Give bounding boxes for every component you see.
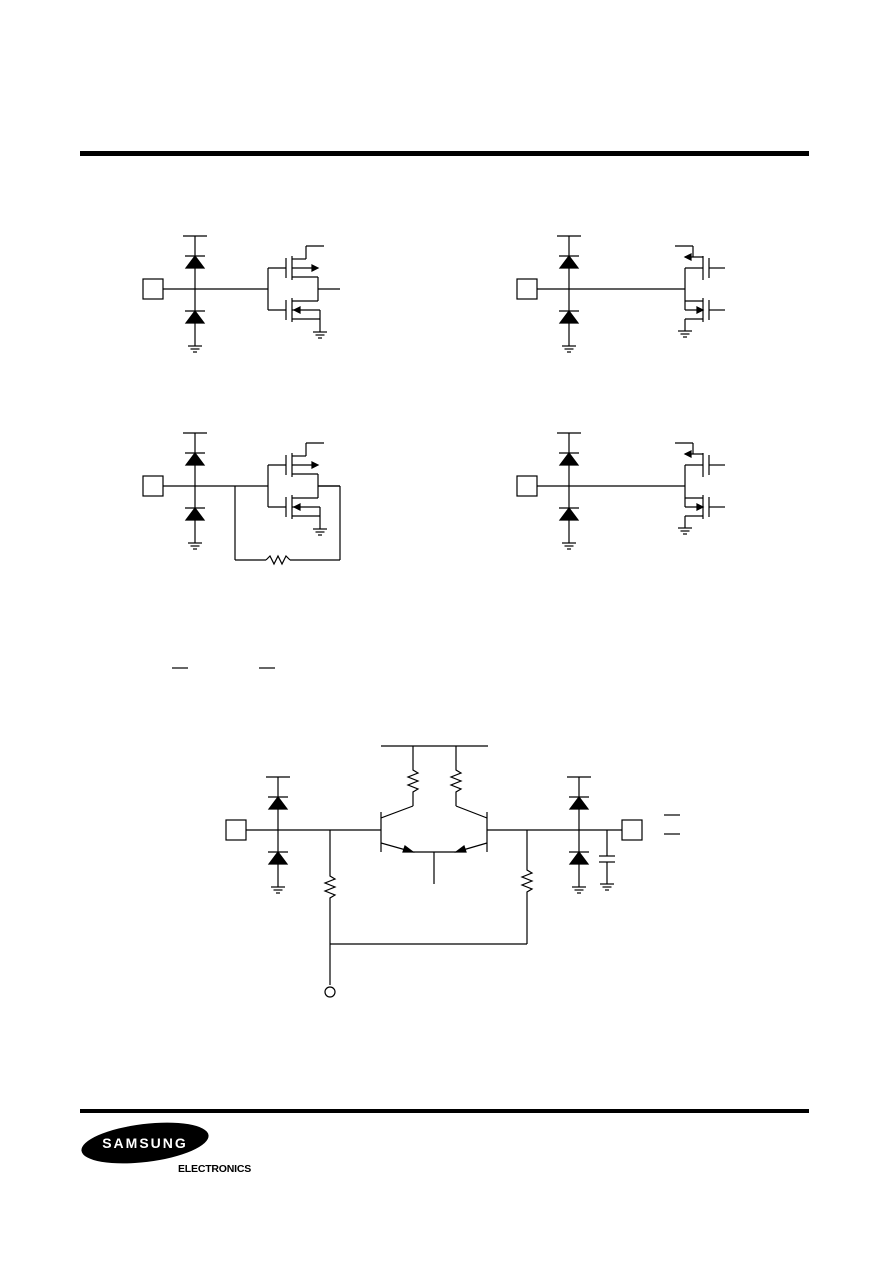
footer-rule <box>80 1109 809 1113</box>
overbar-marks <box>172 667 680 835</box>
circuit-input-feedback-bottom-left <box>142 432 341 566</box>
samsung-logo: SAMSUNG <box>81 1122 209 1164</box>
logo-wordmark: SAMSUNG <box>102 1135 188 1151</box>
circuit-differential-input <box>225 745 643 998</box>
circuit-input-top-left <box>142 235 341 353</box>
brand-subtitle: ELECTRONICS <box>178 1163 252 1175</box>
circuit-output-bottom-right <box>516 432 726 550</box>
header-rule <box>80 151 809 156</box>
circuit-output-top-right <box>516 235 726 353</box>
